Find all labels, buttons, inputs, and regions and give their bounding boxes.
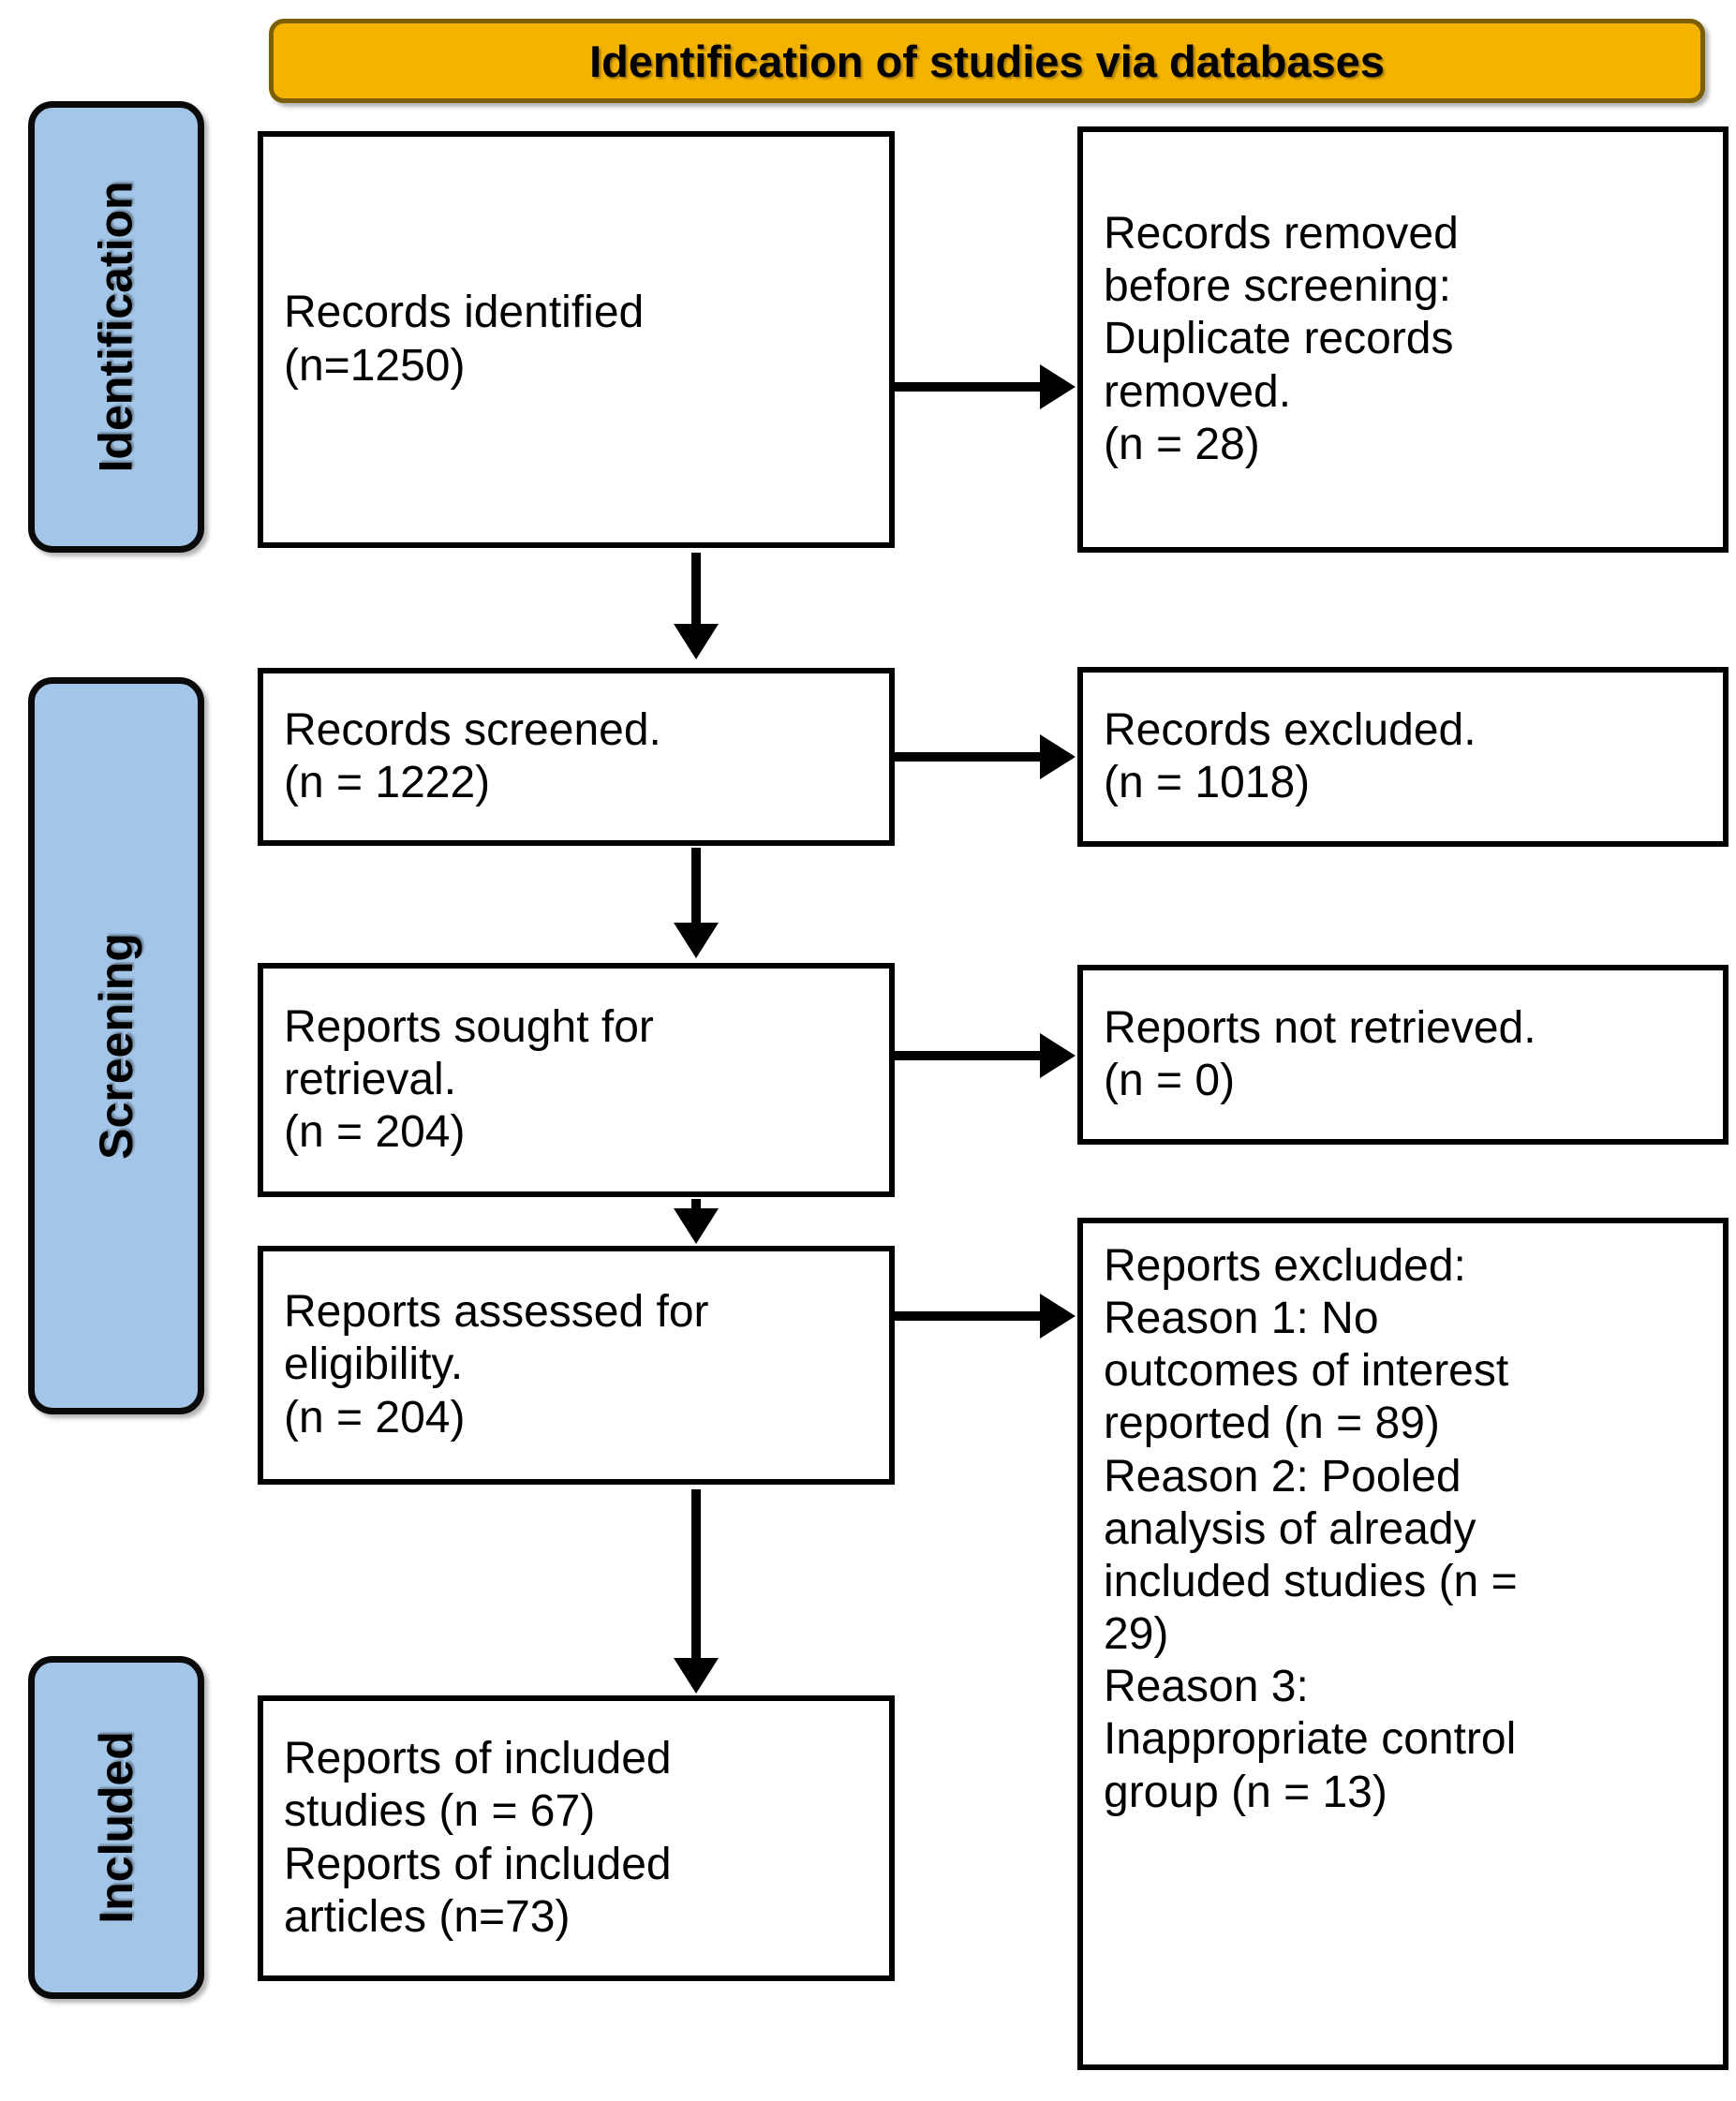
arrow-down-identified-to-screened (674, 553, 719, 659)
box-line-colon: : (1438, 261, 1451, 312)
box-line: Reason 1: No (1104, 1294, 1379, 1344)
box-reports-assessed-for-eligibility: Reports assessed for eligibility. (n = 2… (258, 1246, 895, 1485)
box-line: (n = 204) (284, 1392, 466, 1443)
box-reports-sought-for-retrieval: Reports sought for retrieval. (n = 204) (258, 963, 895, 1197)
box-line: outcomes of interest (1104, 1346, 1509, 1397)
arrow-right-identified-to-removed (892, 364, 1076, 409)
stage-tab-included: Included (28, 1656, 204, 1999)
box-line: Duplicate records (1104, 314, 1454, 364)
box-line-italic-row: before screening: (1104, 260, 1702, 313)
box-line: (n = 0) (1104, 1056, 1236, 1105)
box-records-screened: Records screened. (n = 1222) (258, 668, 895, 846)
box-line-italic: before screening (1104, 261, 1439, 312)
box-line: retrieval. (284, 1054, 457, 1104)
stage-label-included: Included (90, 1731, 143, 1924)
box-records-removed-before-screening: Records removed before screening: Duplic… (1077, 126, 1729, 553)
box-line: studies (n = 67) (284, 1786, 596, 1837)
arrow-right-screened-to-excluded (892, 734, 1076, 779)
arrow-right-sought-to-not-retrieved (892, 1033, 1076, 1078)
box-line: (n = 1018) (1104, 758, 1311, 807)
arrow-down-sought-to-assessed (674, 1199, 719, 1244)
box-reports-excluded-reasons: Reports excluded: Reason 1: No outcomes … (1077, 1218, 1729, 2070)
box-records-excluded: Records excluded. (n = 1018) (1077, 667, 1729, 847)
box-line: (n=1250) (284, 340, 466, 391)
box-line: removed. (1104, 366, 1292, 417)
box-line: analysis of already (1104, 1503, 1476, 1554)
box-line: Inappropriate control (1104, 1714, 1517, 1765)
header-title: Identification of studies via databases (589, 36, 1385, 86)
box-line: Reason 3: (1104, 1662, 1309, 1712)
box-line: Records removed (1104, 209, 1459, 259)
stage-label-screening: Screening (90, 932, 142, 1160)
box-reports-not-retrieved: Reports not retrieved. (n = 0) (1077, 965, 1729, 1145)
stage-tab-identification: Identification (28, 101, 204, 553)
box-line: Reports assessed for (284, 1287, 709, 1338)
box-line: Records identified (284, 288, 645, 338)
stage-tab-screening: Screening (28, 677, 204, 1414)
box-line: (n = 1222) (284, 758, 491, 807)
box-line: Records screened. (284, 704, 661, 755)
box-line: Reason 2: Pooled (1104, 1451, 1462, 1502)
box-line: included studies (n = (1104, 1556, 1518, 1606)
box-records-identified: Records identified (n=1250) (258, 131, 895, 548)
box-line: group (n = 13) (1104, 1767, 1387, 1817)
box-line: Reports not retrieved. (1104, 1002, 1536, 1053)
arrow-right-assessed-to-reports-excluded (892, 1294, 1076, 1339)
stage-label-identification: Identification (90, 181, 143, 473)
box-line: 29) (1104, 1609, 1169, 1660)
box-line: eligibility. (284, 1339, 464, 1390)
box-line: Reports sought for (284, 1001, 654, 1052)
header-banner: Identification of studies via databases (269, 19, 1705, 103)
box-reports-of-included-studies: Reports of included studies (n = 67) Rep… (258, 1695, 895, 1981)
arrow-down-screened-to-sought (674, 848, 719, 958)
box-line: Reports of included (284, 1839, 672, 1889)
box-line: reported (n = 89) (1104, 1398, 1440, 1449)
box-line: (n = 204) (284, 1107, 466, 1158)
box-line: (n = 28) (1104, 419, 1260, 469)
box-line: articles (n=73) (284, 1891, 571, 1942)
box-line: Reports of included (284, 1734, 672, 1784)
box-line: Records excluded. (1104, 704, 1476, 755)
arrow-down-assessed-to-included (674, 1489, 719, 1694)
box-line: Reports excluded: (1104, 1241, 1466, 1291)
